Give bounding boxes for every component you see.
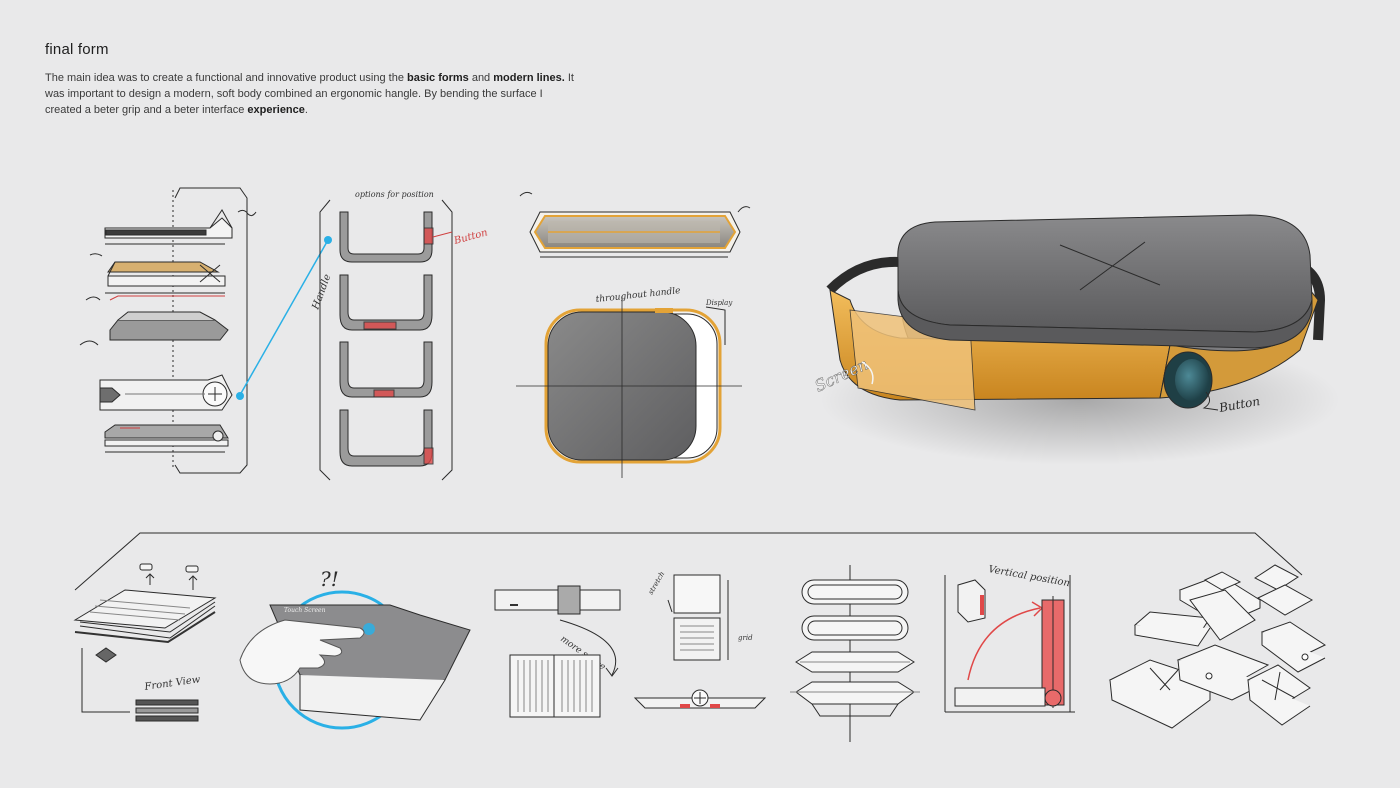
grid-label: grid [738,634,753,642]
front-view-label: Front View [143,674,202,693]
scribble-label-1 [237,209,257,217]
page-title: final form [45,41,109,58]
intro-emphasis-modern-lines: modern lines. [493,72,565,84]
intro-text-4: . [304,104,308,116]
intro-emphasis-experience: experience [247,104,305,116]
product-render: Screen Button [811,214,1340,465]
vertical-position-label: Vertical position [987,564,1070,589]
intro-text-2: and [468,72,494,84]
top-bar-view [519,191,751,258]
button-leader [432,231,453,238]
lid-edge [897,289,1313,349]
bottom-touch-interaction: ?! Touch Screen [239,567,471,730]
square-top-view: throughout handle Display [516,286,742,478]
scribble-label-4 [89,253,103,257]
device-top-lid [897,214,1313,333]
bottom-profiles [790,565,920,742]
intro-text-3: It was important to design a modern, sof… [45,72,574,116]
bracket-right [441,199,453,481]
stretch-label: stretch [647,570,666,596]
bracket-left [319,199,331,481]
options-label: options for position [355,190,434,199]
touch-screen-label: Touch Screen [284,607,326,614]
layer-2 [105,261,226,294]
layer-3 [109,295,229,341]
button-label: Button [452,227,489,247]
bottom-exploded-view: Front View [73,563,217,722]
screen-arrow [861,361,874,385]
handle-option-4 [339,409,434,467]
bottom-perspective-sketches [1108,564,1327,729]
question-mark: ?! [320,567,339,591]
scribble-label-2 [85,296,101,301]
bottom-frame [74,532,1303,591]
throughout-handle-label: throughout handle [595,286,681,305]
bottom-vertical-position: Vertical position [944,564,1075,713]
intro-text-1: The main idea was to create a functional… [45,72,408,84]
display-label: Display [705,299,733,307]
scribble-label-3 [79,340,99,346]
button-arrow [1202,391,1219,411]
handle-position-options: options for position Button Handle [310,190,489,481]
layer-1 [104,209,233,245]
knob-face [1175,359,1209,401]
bottom-open-unit: more space stretch grid [494,570,767,718]
handle-option-1 [339,211,434,263]
lid-cross-a [1059,244,1161,286]
layered-side-views [79,187,257,474]
intro-emphasis-basic-forms: basic forms [407,72,469,84]
handle-label: Handle [310,273,333,312]
layer-5 [104,424,229,453]
layer-4 [99,374,233,411]
intro-paragraph: The main idea was to create a functional… [45,70,580,118]
handle-option-3 [339,341,433,398]
bracket-frame-right [174,187,248,474]
handle-option-2 [339,274,433,331]
lid-cross-b [1079,241,1146,291]
blue-connector [236,236,332,400]
